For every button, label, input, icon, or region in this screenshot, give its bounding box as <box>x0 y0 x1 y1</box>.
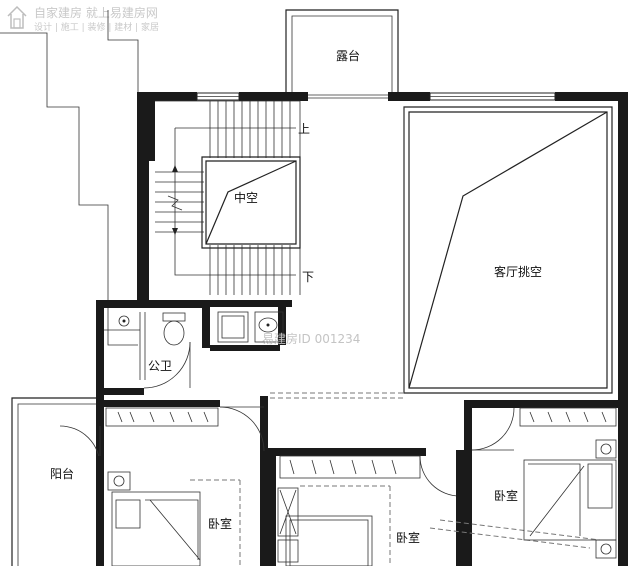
balcony-label: 阳台 <box>50 466 74 481</box>
terrace-label: 露台 <box>336 48 360 63</box>
bedroom-right-label: 卧室 <box>494 488 518 503</box>
terrace <box>285 9 399 94</box>
wardrobes <box>105 407 617 479</box>
public-bathroom <box>96 300 292 396</box>
site-outline <box>0 10 139 346</box>
exterior-walls <box>137 92 628 566</box>
bedroom-middle <box>277 485 391 566</box>
living-void-label: 客厅挑空 <box>494 264 542 279</box>
watermark-logo <box>7 5 27 29</box>
balcony <box>11 397 101 566</box>
bedroom-middle-label: 卧室 <box>396 530 420 545</box>
watermark-brand: 自家建房 就上易建房网 <box>34 5 158 20</box>
bedroom-right <box>523 439 617 559</box>
watermark-tags: 设计 | 施工 | 装修 | 建材 | 家居 <box>34 21 159 33</box>
staircase <box>149 100 301 295</box>
stairs-up-label: 上 <box>298 122 310 136</box>
bedroom-left <box>96 456 241 566</box>
stairs-down-label: 下 <box>302 270 314 284</box>
watermark-id: 易建房ID 001234 <box>262 331 360 346</box>
living-room-void <box>403 106 613 394</box>
public-bath-label: 公卫 <box>148 359 172 373</box>
void-label: 中空 <box>234 190 258 205</box>
bedroom-left-label: 卧室 <box>208 516 232 531</box>
